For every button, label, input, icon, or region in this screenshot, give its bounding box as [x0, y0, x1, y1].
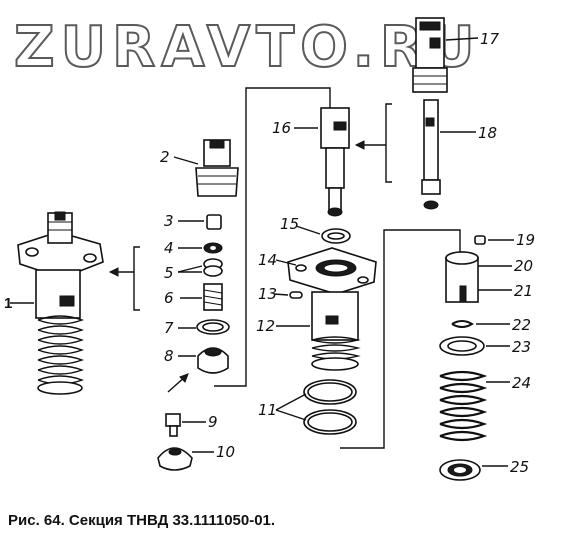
callout-1: 1 — [4, 295, 12, 312]
callout-4: 4 — [164, 239, 174, 257]
callout-18: 18 — [478, 124, 497, 142]
callout-6: 6 — [164, 289, 174, 307]
callout-13: 13 — [258, 285, 277, 303]
part-24: 24 — [439, 370, 531, 442]
part-10: 10 — [157, 443, 235, 471]
part-11: 11 — [258, 379, 357, 435]
part-19: 19 — [474, 231, 535, 249]
part-3: 3 — [164, 212, 222, 230]
callout-22: 22 — [512, 316, 531, 334]
part-15: 15 — [280, 215, 351, 244]
callout-19: 19 — [516, 231, 535, 249]
part-2: 2 — [160, 139, 239, 197]
callout-15: 15 — [280, 215, 299, 233]
callout-8: 8 — [164, 347, 174, 365]
part-25: 25 — [439, 458, 529, 481]
callout-16: 16 — [272, 119, 291, 137]
callout-24: 24 — [512, 374, 531, 392]
connector-line-8-16 — [214, 87, 331, 387]
callout-7: 7 — [164, 319, 174, 337]
part-1-assembled-section: 1 — [4, 211, 104, 395]
callout-25: 25 — [510, 458, 529, 476]
part-17: 17 — [412, 17, 500, 93]
part-18: 18 — [421, 99, 497, 210]
part-13: 13 — [258, 285, 303, 303]
callout-17: 17 — [480, 30, 500, 48]
figure-caption: Рис. 64. Секция ТНВД 33.1111050-01. — [8, 512, 276, 529]
callout-20: 20 — [514, 257, 533, 275]
callout-3: 3 — [164, 212, 174, 230]
callout-21: 21 — [514, 282, 533, 300]
bracket-4-6 — [133, 246, 140, 311]
bracket-17-18 — [385, 103, 392, 183]
part-23: 23 — [439, 336, 531, 356]
part-14: 14 — [258, 247, 377, 295]
part-16: 16 — [272, 107, 350, 217]
part-22: 22 — [451, 316, 531, 334]
part-7: 7 — [164, 319, 230, 337]
part-6: 6 — [164, 283, 223, 311]
watermark: ZURAVTO.RU — [14, 15, 481, 80]
part-9: 9 — [165, 413, 218, 437]
connector-line-11-20 — [340, 229, 461, 449]
part-20-21: 20 21 — [445, 251, 533, 303]
callout-12: 12 — [256, 317, 275, 335]
callout-14: 14 — [258, 251, 277, 269]
part-4: 4 — [164, 239, 223, 257]
part-8: 8 — [164, 347, 229, 374]
callout-10: 10 — [216, 443, 235, 461]
part-12: 12 — [256, 291, 361, 371]
callout-23: 23 — [512, 338, 531, 356]
callout-9: 9 — [208, 413, 218, 431]
callout-5: 5 — [164, 264, 174, 282]
callout-2: 2 — [160, 148, 170, 166]
part-5: 5 — [164, 258, 223, 282]
callout-11: 11 — [258, 401, 277, 419]
